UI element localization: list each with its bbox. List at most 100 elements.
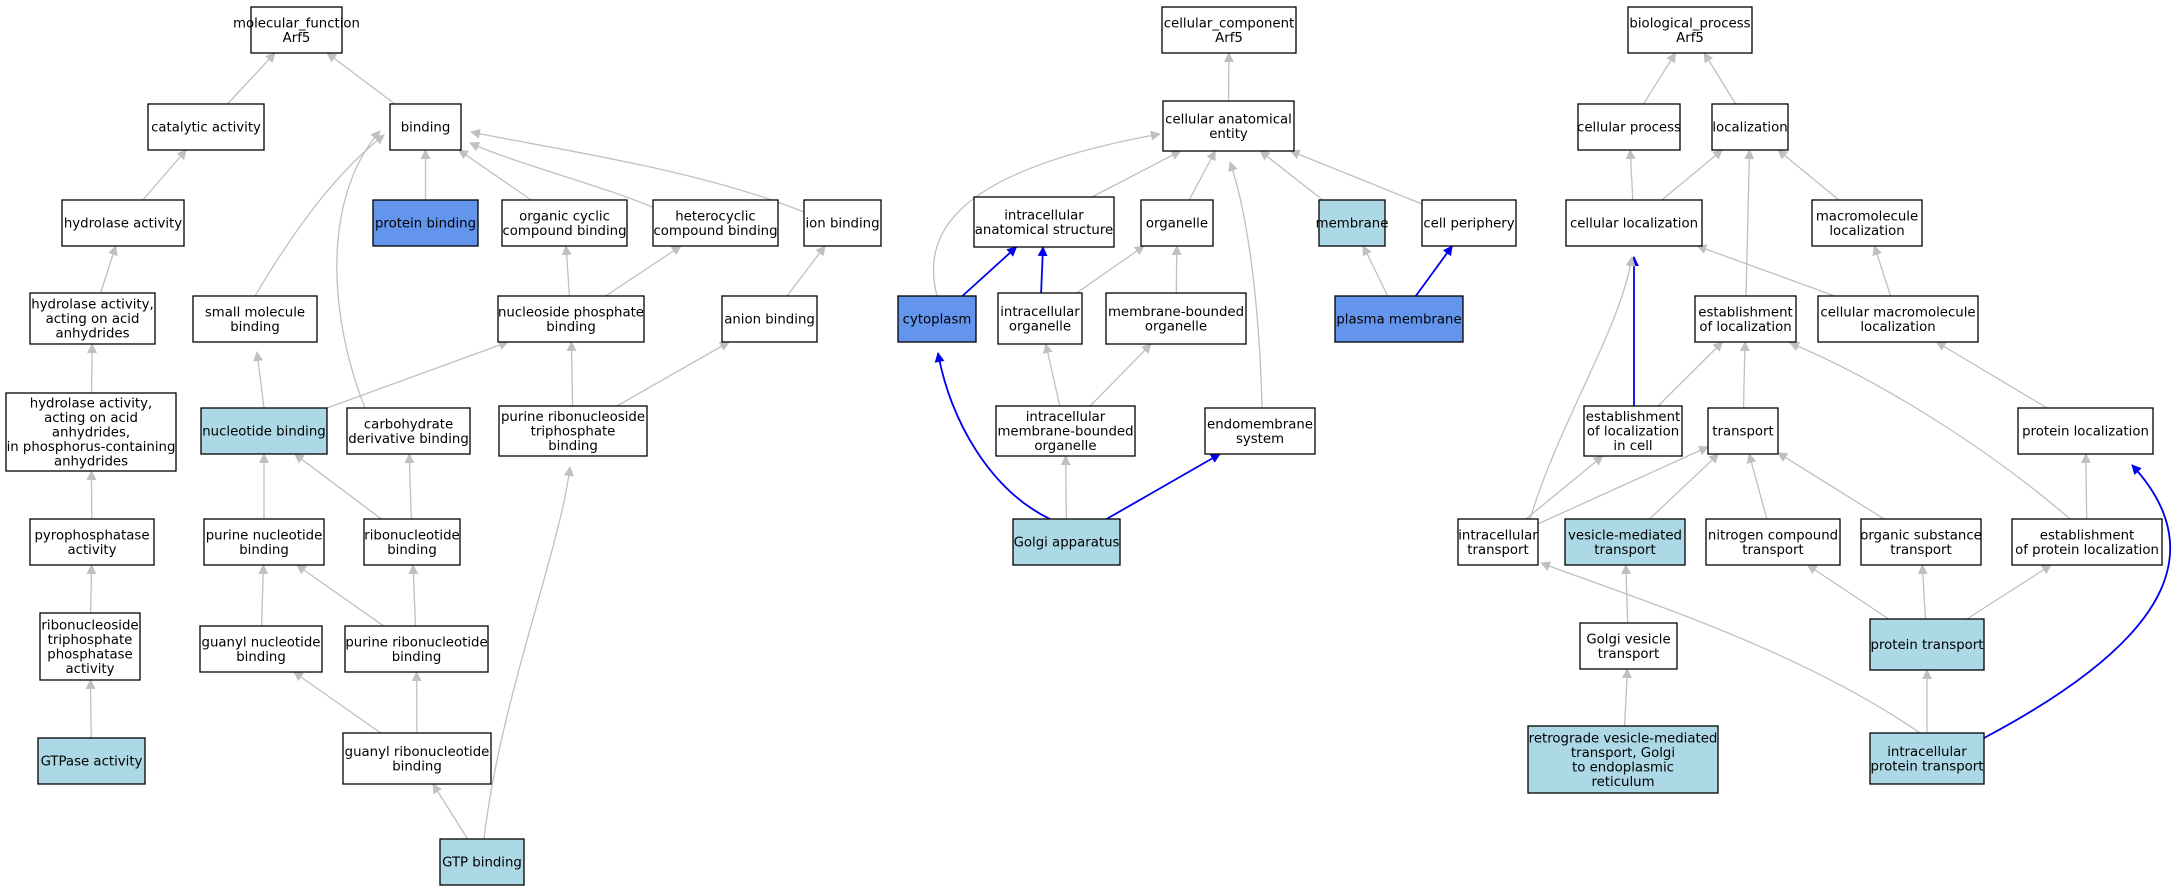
node-organelle[interactable]: organelle (1140, 199, 1214, 247)
node-label-line: Golgi apparatus (1014, 536, 1120, 551)
edge-cellproc-to-bp (1642, 52, 1677, 105)
edge-purribotri-to-anion (616, 341, 730, 407)
node-label-line: ribonucleoside (41, 618, 138, 633)
node-label-line: hydrolase activity (64, 217, 182, 232)
node-box (1204, 407, 1316, 455)
node-label-line: establishment (1586, 410, 1680, 425)
node-ntpase[interactable]: ribonucleosidetriphosphatephosphataseact… (39, 612, 141, 681)
edge-membrane-to-cae (1259, 150, 1324, 201)
edge-loc-to-bp (1703, 52, 1737, 105)
edge-golgi-to-imbo (1060, 455, 1071, 520)
node-membrane[interactable]: membrane (1316, 199, 1389, 247)
node-binding[interactable]: binding (389, 103, 462, 151)
node-label-line: binding (548, 439, 598, 454)
node-box (1161, 6, 1297, 54)
node-label-line: intracellular (1000, 305, 1080, 320)
edge-organelle-to-cae (1188, 150, 1216, 201)
node-gtpbind[interactable]: GTP binding (439, 838, 525, 886)
node-hydphos[interactable]: hydrolase activity,acting on acidanhydri… (5, 392, 177, 472)
node-cytoplasm[interactable]: cytoplasm (897, 295, 977, 343)
node-label-line: binding (230, 320, 280, 335)
node-box (721, 295, 818, 343)
node-loc[interactable]: localization (1711, 103, 1789, 151)
edge-imbo-to-intorg (1042, 343, 1061, 407)
edge-pm-to-periphery (1415, 245, 1453, 297)
node-label-line: cellular localization (1570, 217, 1698, 232)
node-protbind[interactable]: protein binding (372, 199, 479, 247)
node-periphery[interactable]: cell periphery (1421, 199, 1517, 247)
node-label-line: localization (1712, 121, 1787, 136)
node-cellloc[interactable]: cellular localization (1565, 199, 1703, 247)
edge-vesicle-to-transport (1649, 453, 1720, 520)
node-prottrans[interactable]: protein transport (1869, 618, 1985, 671)
node-label-line: entity (1209, 127, 1248, 142)
edge-ribonuc-to-nucbind (293, 453, 382, 520)
node-label-line: binding (236, 650, 286, 665)
edge-inttrans-to-cellloc (1529, 256, 1636, 520)
node-label-line: molecular_function (233, 16, 360, 31)
edge-hydacid-to-hydrolase (99, 245, 118, 294)
node-box (897, 295, 977, 343)
node-hydrolase[interactable]: hydrolase activity (61, 199, 185, 247)
edge-nucbind-to-nucphos (326, 340, 509, 409)
edge-purribo-to-ribonuc (408, 564, 419, 627)
edge-intorg-to-organelle (1076, 245, 1145, 294)
node-box (203, 518, 325, 566)
edge-cellloc-to-cellproc (1625, 149, 1636, 201)
node-label-line: acting on acid (44, 411, 138, 426)
node-label-line: activity (67, 543, 116, 558)
node-label-line: transport (1598, 647, 1659, 662)
edge-guanyl-to-purnuc (258, 564, 269, 627)
node-label-line: hydrolase activity, (31, 298, 153, 313)
node-box (497, 295, 645, 343)
node-label-line: triphosphate (531, 425, 616, 440)
node-catalytic[interactable]: catalytic activity (147, 103, 265, 151)
node-nucbind[interactable]: nucleotide binding (200, 407, 328, 455)
node-pm[interactable]: plasma membrane (1334, 295, 1464, 343)
node-cellproc[interactable]: cellular process (1577, 103, 1681, 151)
node-label-line: compound binding (653, 224, 777, 239)
node-protloc[interactable]: protein localization (2017, 407, 2154, 455)
node-golgi[interactable]: Golgi apparatus (1012, 518, 1121, 566)
node-label-line: binding (546, 320, 596, 335)
node-transport[interactable]: transport (1707, 407, 1779, 455)
node-anion[interactable]: anion binding (721, 295, 818, 343)
node-hydacid[interactable]: hydrolase activity,acting on acidanhydri… (29, 292, 156, 345)
node-box (200, 407, 328, 455)
node-ionbind[interactable]: ion binding (803, 199, 882, 247)
node-gtpase[interactable]: GTPase activity (37, 737, 146, 785)
